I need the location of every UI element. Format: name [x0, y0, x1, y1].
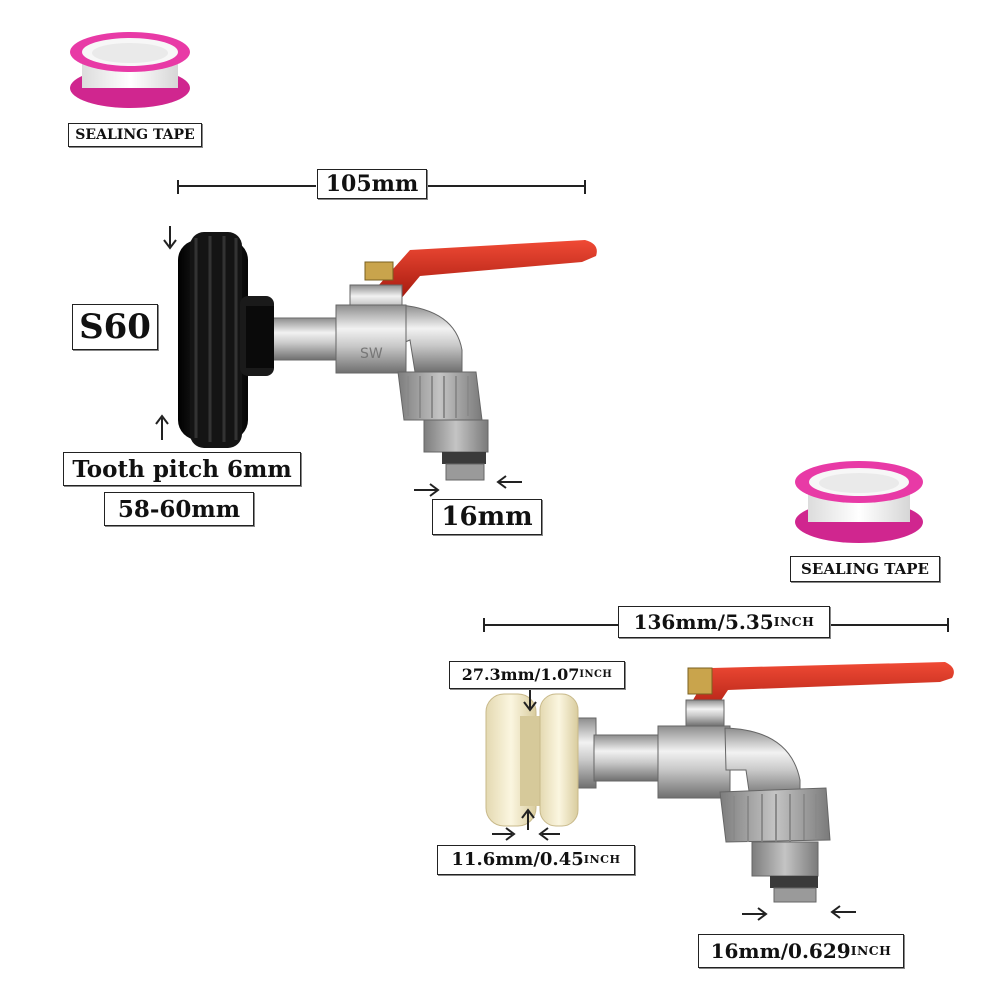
groove-unit: INCH — [583, 853, 621, 867]
sealing-tape-roll-2 — [795, 461, 923, 543]
valve-mark: SW — [360, 346, 383, 362]
tooth-pitch-label: Tooth pitch 6mm — [63, 452, 301, 486]
height-value: 27.3mm/1.07 — [461, 665, 580, 684]
outlet-value: 16mm/0.629 — [710, 939, 851, 963]
diameter-label: 58-60mm — [104, 492, 254, 526]
length-value: 136mm/5.35 — [633, 610, 774, 634]
sealing-tape-label: SEALING TAPE — [68, 123, 202, 147]
thread-size-label: S60 — [72, 304, 158, 350]
tap-with-adapter — [485, 662, 954, 903]
height-unit: INCH — [579, 669, 613, 681]
groove-value: 11.6mm/0.45 — [451, 849, 584, 870]
sealing-tape-label-2: SEALING TAPE — [790, 556, 940, 582]
length-unit: INCH — [773, 613, 815, 629]
dimension-lines-1 — [177, 180, 586, 497]
length-label: 105mm — [317, 169, 427, 199]
dimension-lines-2 — [483, 618, 949, 921]
tap-with-s60-cap: SW — [155, 226, 597, 481]
outlet-size-label: 16mm — [432, 499, 542, 535]
sealing-tape-roll — [70, 32, 190, 108]
outlet-unit: INCH — [850, 942, 892, 958]
